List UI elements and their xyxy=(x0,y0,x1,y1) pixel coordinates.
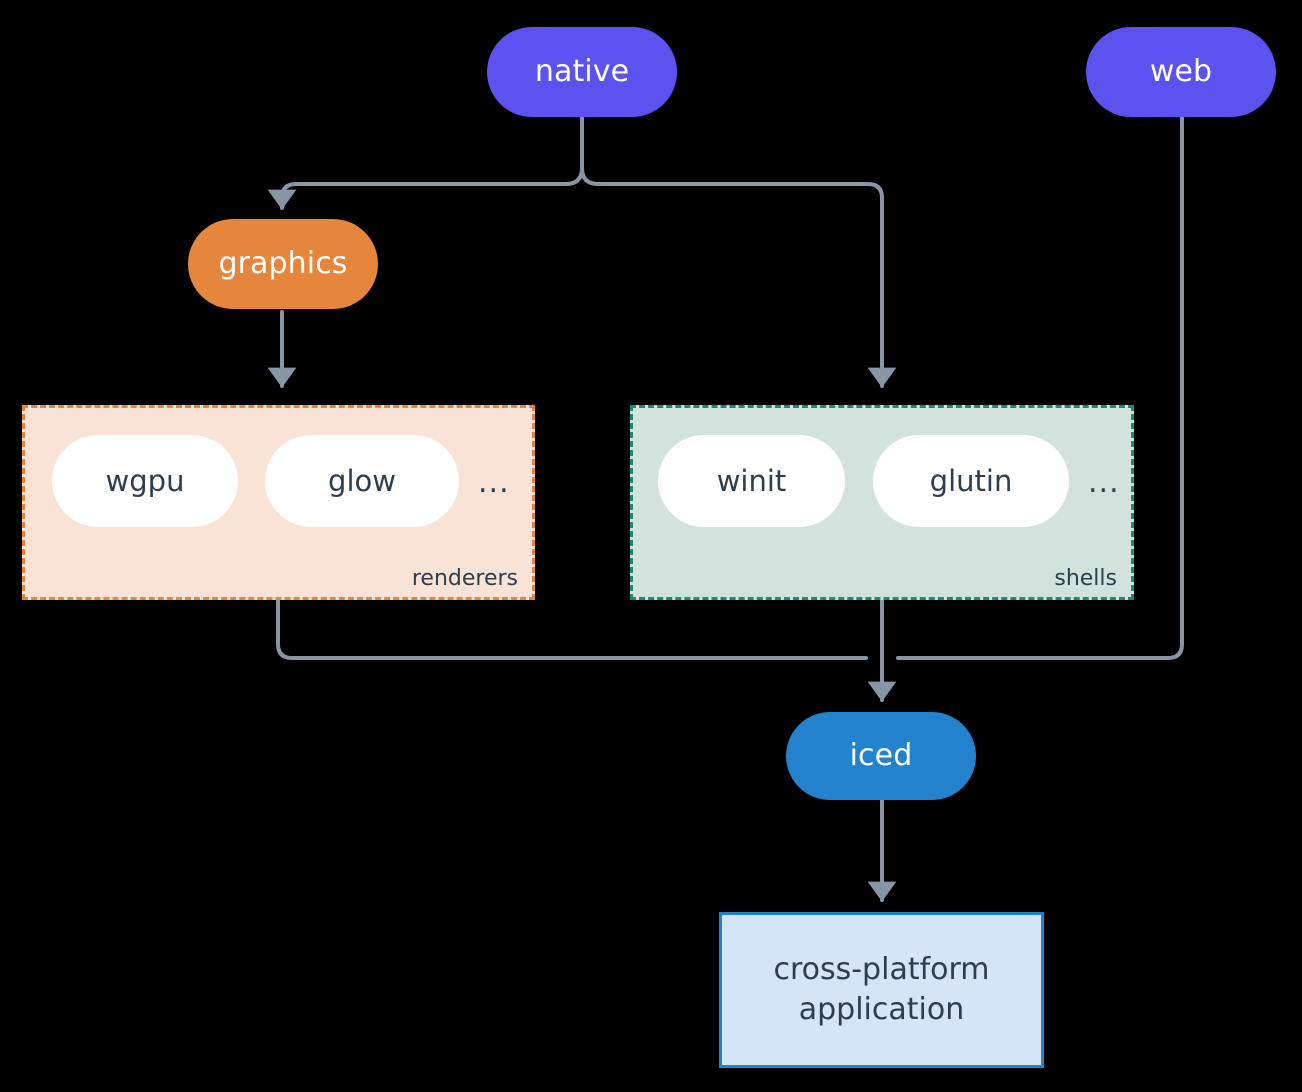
group-renderers: wgpu glow ... renderers xyxy=(22,405,535,600)
node-web[interactable]: web xyxy=(1086,27,1276,117)
node-iced[interactable]: iced xyxy=(786,712,976,800)
group-shells-label: shells xyxy=(1054,566,1117,591)
node-application[interactable]: cross-platform application xyxy=(719,912,1044,1068)
edge-native-to-graphics xyxy=(267,166,584,210)
node-native-label: native xyxy=(534,54,630,90)
node-web-label: web xyxy=(1149,54,1213,90)
chip-glow[interactable]: glow xyxy=(265,435,459,527)
chip-wgpu[interactable]: wgpu xyxy=(52,435,238,527)
renderers-more-ellipsis: ... xyxy=(478,465,510,500)
node-graphics-label: graphics xyxy=(218,246,348,282)
shells-more-ellipsis: ... xyxy=(1088,465,1120,500)
chip-wgpu-label: wgpu xyxy=(105,464,185,498)
edge-native-to-shells xyxy=(580,166,897,388)
group-shells: winit glutin ... shells xyxy=(630,405,1134,600)
chip-glow-label: glow xyxy=(328,464,396,498)
node-graphics[interactable]: graphics xyxy=(188,219,378,309)
node-native[interactable]: native xyxy=(487,27,677,117)
group-renderers-label: renderers xyxy=(411,566,518,591)
chip-glutin[interactable]: glutin xyxy=(873,435,1069,527)
node-application-label: cross-platform application xyxy=(773,951,990,1028)
node-iced-label: iced xyxy=(849,738,913,774)
chip-glutin-label: glutin xyxy=(929,464,1013,498)
edge-renderers-to-iced xyxy=(276,598,868,660)
chip-winit[interactable]: winit xyxy=(658,435,845,527)
chip-winit-label: winit xyxy=(716,464,787,498)
